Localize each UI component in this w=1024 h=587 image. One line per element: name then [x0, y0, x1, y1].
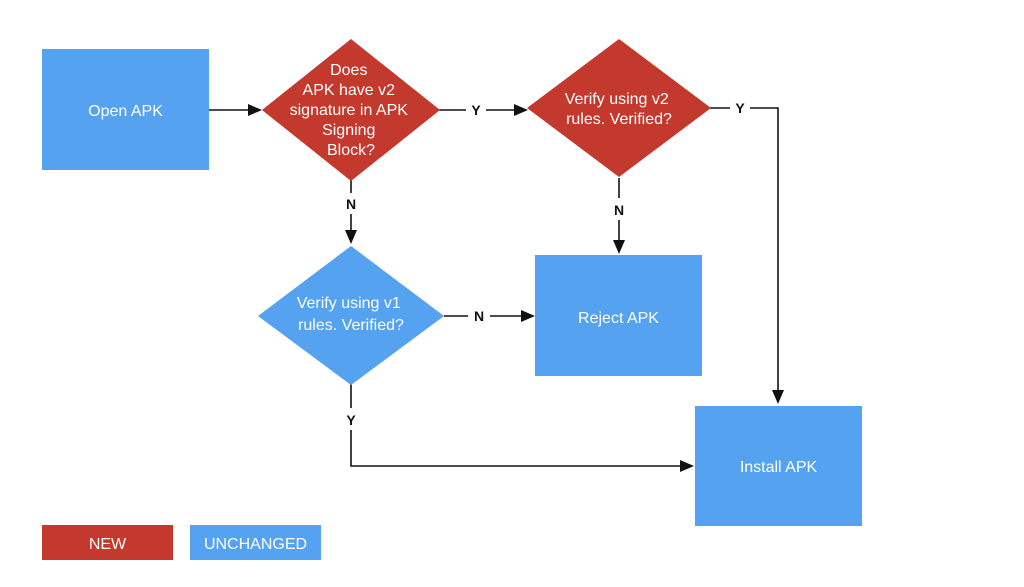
svg-text:Open APK: Open APK: [88, 103, 163, 120]
node-v2-block-check-line-3: signature in APK: [290, 102, 409, 119]
svg-text:Verify using v1 rules. V: Verify using v1 rules. Verified?: [297, 295, 406, 334]
edge-v1-no: N: [444, 308, 535, 324]
svg-text:Does APK have v2 s: Does APK have v2 signature in APK Signin…: [290, 62, 413, 159]
edge-label-v2-yes: Y: [735, 100, 745, 116]
svg-text:Install APK: Install APK: [740, 459, 818, 476]
edge-v2-yes: Y: [710, 100, 784, 404]
node-open-apk: Open APK: [42, 49, 209, 170]
legend-item-unchanged: UNCHANGED: [190, 525, 321, 560]
legend-label-new: NEW: [89, 536, 127, 553]
node-verify-v2-shape: [527, 39, 711, 177]
legend: NEW UNCHANGED: [42, 525, 321, 560]
svg-text:Reject APK: Reject APK: [578, 310, 659, 327]
node-install-apk-label: Install APK: [740, 459, 818, 476]
node-v2-block-check-line-5: Block?: [327, 142, 375, 159]
edge-label-check-yes: Y: [471, 102, 481, 118]
svg-text:NEW: NEW: [89, 536, 127, 553]
legend-item-new: NEW: [42, 525, 173, 560]
node-reject-apk-label: Reject APK: [578, 310, 659, 327]
node-verify-v1: Verify using v1 rules. Verified?: [258, 246, 444, 385]
node-v2-block-check-shape: [262, 39, 440, 181]
node-v2-block-check-line-4: Signing: [322, 122, 375, 139]
node-open-apk-label: Open APK: [88, 103, 163, 120]
node-verify-v1-line-2: rules. Verified?: [298, 317, 404, 334]
legend-swatch-unchanged: [190, 525, 321, 560]
node-v2-block-check-line-2: APK have v2: [303, 82, 396, 99]
svg-text:Verify using v2 rules. V: Verify using v2 rules. Verified?: [565, 91, 674, 128]
edge-v1-yes: Y: [346, 384, 694, 472]
node-install-apk: Install APK: [695, 406, 862, 526]
legend-label-unchanged: UNCHANGED: [204, 536, 307, 553]
svg-text:UNCHANGED: UNCHANGED: [204, 536, 307, 553]
edge-label-v1-yes: Y: [346, 412, 356, 428]
node-verify-v2-line-1: Verify using v2: [565, 91, 669, 108]
node-v2-block-check: Does APK have v2 signature in APK Signin…: [262, 39, 440, 181]
legend-swatch-new: [42, 525, 173, 560]
node-verify-v2-line-2: rules. Verified?: [566, 111, 672, 128]
node-reject-apk-shape: [535, 255, 702, 376]
edge-label-v2-no: N: [614, 202, 624, 218]
node-reject-apk: Reject APK: [535, 255, 702, 376]
edge-open-to-check: [209, 104, 262, 116]
edge-check-yes: Y: [438, 102, 528, 118]
node-verify-v1-line-1: Verify using v1: [297, 295, 401, 312]
node-open-apk-shape: [42, 49, 209, 170]
node-v2-block-check-line-1: Does: [330, 62, 367, 79]
edge-v2-no: N: [613, 178, 625, 254]
edge-label-v1-no: N: [474, 308, 484, 324]
node-install-apk-shape: [695, 406, 862, 526]
edge-check-no: N: [345, 180, 357, 244]
node-verify-v2: Verify using v2 rules. Verified?: [527, 39, 711, 177]
edge-label-check-no: N: [346, 196, 356, 212]
node-verify-v1-shape: [258, 246, 444, 385]
